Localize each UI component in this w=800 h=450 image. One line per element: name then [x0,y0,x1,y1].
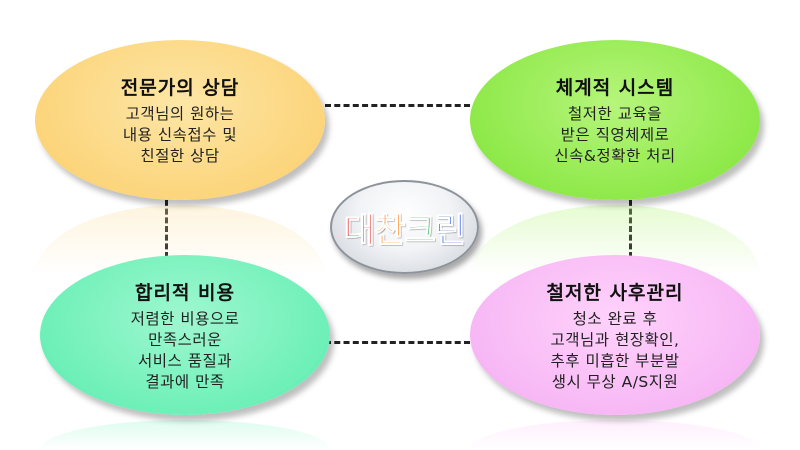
expert-line-1: 고객님의 원하는 [125,105,235,123]
expert-line-3: 친절한 상담 [140,147,220,165]
cost-line-3: 서비스 품질과 [138,351,232,370]
after-line-4: 생시 무상 A/S지원 [551,372,679,391]
logo-char-2: 찬 [374,210,406,251]
after-service-title: 철저한 사후관리 [546,281,684,304]
expert-consultation-title: 전문가의 상담 [120,77,240,99]
reasonable-cost-title: 합리적 비용 [134,281,235,304]
brand-logo: 대찬크린 [330,180,479,274]
logo-char-1: 대 [343,210,375,251]
connector-right [629,200,632,258]
system-line-2: 받은 직영체제로 [560,126,670,144]
logo-char-4: 린 [434,210,466,251]
cost-line-4: 결과에 만족 [145,372,225,391]
systematic-system-bubble: 체계적 시스템 철저한 교육을 받은 직영체제로 신속&정확한 처리 [470,40,760,200]
after-line-1: 청소 완료 후 [572,309,658,328]
cost-reflection [40,420,330,450]
after-line-2: 고객님과 현장확인, [550,330,680,349]
system-line-1: 철저한 교육을 [568,105,662,123]
after-reflection [470,420,760,450]
expert-line-2: 내용 신속접수 및 [122,126,238,144]
logo-char-3: 크 [404,210,436,251]
cost-line-1: 저렴한 비용으로 [130,309,240,328]
expert-consultation-bubble: 전문가의 상담 고객님의 원하는 내용 신속접수 및 친절한 상담 [35,40,325,200]
systematic-system-title: 체계적 시스템 [555,77,675,99]
system-line-3: 신속&정확한 처리 [554,147,676,165]
connector-bottom [325,341,470,344]
cost-line-2: 만족스러운 [148,330,222,349]
after-line-3: 추후 미흡한 부분발 [550,351,680,370]
connector-top [325,104,470,107]
after-service-bubble: 철저한 사후관리 청소 완료 후 고객님과 현장확인, 추후 미흡한 부분발 생… [470,255,760,415]
brand-logo-text: 대찬크린 [343,203,466,252]
reasonable-cost-bubble: 합리적 비용 저렴한 비용으로 만족스러운 서비스 품질과 결과에 만족 [40,255,330,415]
connector-left [165,200,168,258]
